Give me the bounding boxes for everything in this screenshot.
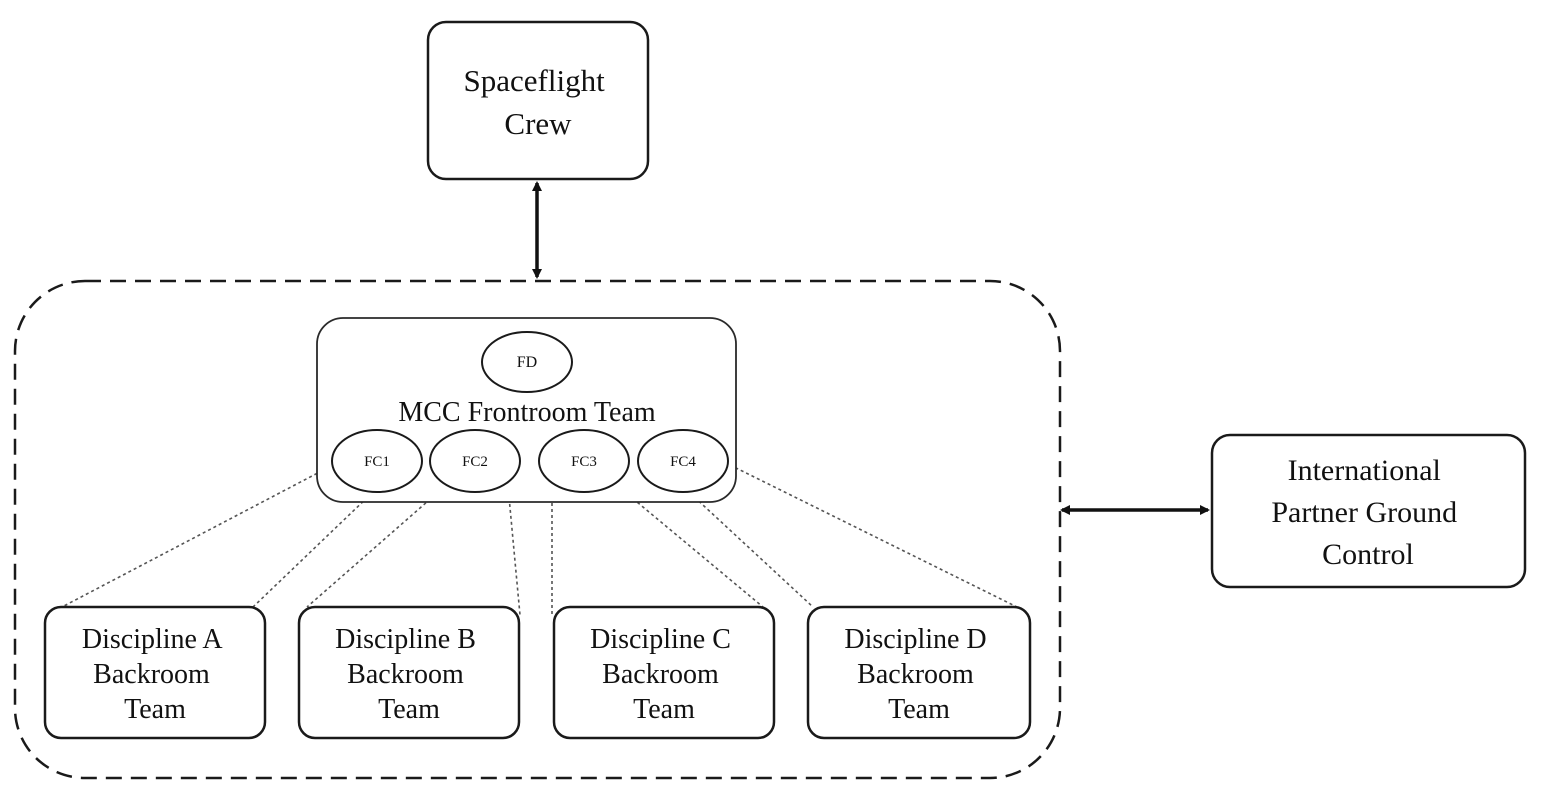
- discipline-b-line-1: Discipline B: [335, 624, 476, 655]
- spaceflight-crew-label: Spaceflight Crew: [464, 63, 613, 141]
- fc1-label: FC1: [364, 454, 390, 470]
- dotted-link-fc2-b-right: [507, 485, 521, 616]
- dotted-link-fc2-b-left: [306, 486, 445, 608]
- discipline-c-line-1: Discipline C: [590, 624, 731, 655]
- discipline-b-line-2: Backroom: [347, 659, 464, 690]
- fc1-ellipse: [331, 429, 423, 493]
- discipline-d-label: Discipline D Backroom Team: [844, 624, 993, 725]
- discipline-a-line-2: Backroom: [93, 659, 210, 690]
- fd-ellipse: [481, 331, 573, 393]
- international-partner-label: International Partner Ground Control: [1271, 454, 1464, 571]
- partner-line-3: Control: [1322, 538, 1414, 571]
- fc3-label: FC3: [571, 454, 597, 470]
- discipline-a-box: [43, 605, 267, 740]
- partner-line-2: Partner Ground: [1271, 496, 1457, 529]
- discipline-c-line-3: Team: [633, 694, 695, 725]
- discipline-d-box: [806, 605, 1032, 740]
- crew-line-2: Crew: [504, 106, 572, 141]
- discipline-c-line-2: Backroom: [602, 659, 719, 690]
- international-partner-box: [1210, 433, 1527, 589]
- dotted-link-fc4-d-right: [729, 464, 1018, 608]
- spaceflight-crew-box: [426, 20, 650, 181]
- fc3-ellipse: [538, 429, 630, 493]
- discipline-b-label: Discipline B Backroom Team: [335, 624, 483, 725]
- discipline-c-label: Discipline C Backroom Team: [590, 624, 738, 725]
- fc4-ellipse: [637, 429, 729, 493]
- discipline-c-box: [552, 605, 776, 740]
- discipline-d-line-1: Discipline D: [844, 624, 986, 655]
- discipline-b-line-3: Team: [378, 694, 440, 725]
- dotted-link-fc1-a-left: [61, 464, 334, 608]
- discipline-a-line-1: Discipline A: [82, 624, 224, 655]
- dotted-link-fc4-d-left: [689, 492, 814, 608]
- dotted-link-fc1-a-right: [252, 492, 373, 608]
- discipline-a-label: Discipline A Backroom Team: [82, 624, 228, 725]
- mcc-dashed-boundary: [13, 279, 1062, 780]
- dotted-links: [61, 464, 1018, 616]
- discipline-a-line-3: Team: [124, 694, 186, 725]
- discipline-d-line-3: Team: [888, 694, 950, 725]
- fc4-label: FC4: [670, 454, 696, 470]
- dotted-link-fc3-c-right: [618, 486, 764, 608]
- discipline-b-box: [297, 605, 521, 740]
- fc2-ellipse: [429, 429, 521, 493]
- crew-line-1: Spaceflight: [464, 63, 606, 98]
- partner-line-1: International: [1288, 454, 1441, 487]
- fd-label: FD: [517, 354, 537, 371]
- fc2-label: FC2: [462, 454, 488, 470]
- discipline-d-line-2: Backroom: [857, 659, 974, 690]
- mcc-frontroom-title: MCC Frontroom Team: [398, 397, 656, 428]
